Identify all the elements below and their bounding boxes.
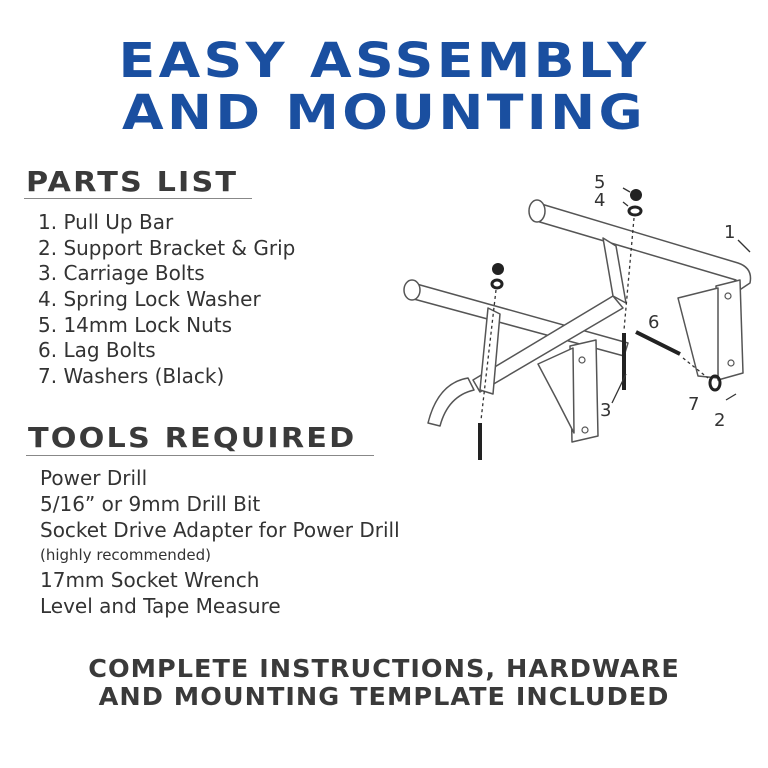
spring-washer-icon [627, 205, 643, 217]
callout-6: 6 [648, 312, 659, 333]
lock-nut-icon [630, 189, 642, 201]
tools-required-heading: TOOLS REQUIRED [28, 421, 357, 454]
cross-tube-left [479, 307, 501, 395]
callout-4: 4 [594, 190, 605, 211]
callout-5: 5 [594, 172, 605, 193]
front-bar-end [403, 279, 421, 301]
tools-list-item: 5/16” or 9mm Drill Bit [40, 492, 261, 516]
lock-nut-icon [492, 263, 504, 275]
tools-list-item: Level and Tape Measure [40, 594, 281, 618]
parts-list-item: 1. Pull Up Bar [38, 210, 174, 234]
parts-list-item: 2. Support Bracket & Grip [38, 235, 296, 260]
tools-list-item: 17mm Socket Wrench [40, 568, 260, 592]
footer-line-1: COMPLETE INSTRUCTIONS, HARDWARE [88, 654, 680, 683]
tools-list-item: Power Drill [40, 466, 148, 490]
cross-tube-right [602, 237, 627, 304]
footer-line-2: AND MOUNTING TEMPLATE INCLUDED [98, 682, 670, 711]
callout-7: 7 [688, 394, 699, 415]
lag-bolt-icon [635, 330, 681, 356]
tools-list-note: (highly recommended) [40, 546, 211, 564]
title-line-1: EASY ASSEMBLY [118, 33, 650, 89]
front-grip [427, 377, 475, 427]
callout-2: 2 [714, 410, 725, 431]
parts-list-item: 3. Carriage Bolts [38, 261, 205, 286]
parts-list-rule [24, 198, 252, 199]
left-bracket-arm [537, 347, 575, 434]
callout-1: 1 [724, 222, 735, 243]
parts-list-item: 6. Lag Bolts [38, 338, 156, 363]
pull-up-bar-diagram: 1 2 3 4 5 6 7 [403, 172, 752, 460]
back-bar-end [528, 199, 546, 223]
parts-list-item: 5. 14mm Lock Nuts [38, 312, 233, 337]
washer-icon [708, 374, 722, 392]
parts-list-item: 4. Spring Lock Washer [38, 287, 261, 312]
tools-list-item: Socket Drive Adapter for Power Drill [40, 518, 400, 542]
callout-3: 3 [600, 400, 611, 421]
spring-washer-icon [490, 278, 504, 290]
parts-list-heading: PARTS LIST [26, 165, 239, 198]
title-line-2: AND MOUNTING [122, 85, 646, 141]
tools-required-rule [26, 455, 374, 456]
hardware [478, 189, 722, 460]
parts-list-item: 7. Washers (Black) [38, 364, 225, 389]
right-bracket-arm [677, 287, 719, 379]
parts-list: 1. Pull Up Bar 2. Support Bracket & Grip… [38, 210, 295, 390]
diagonal-bar [472, 295, 624, 393]
tools-list: Power Drill 5/16” or 9mm Drill Bit Socke… [40, 465, 400, 619]
